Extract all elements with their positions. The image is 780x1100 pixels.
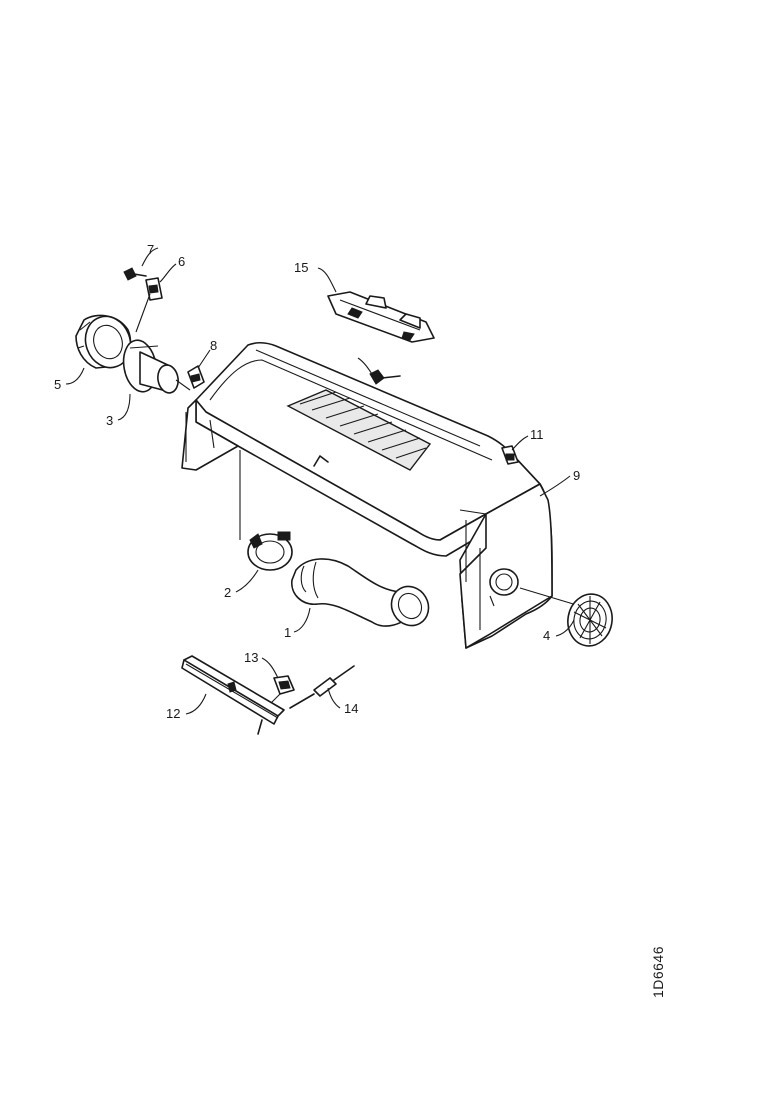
part-16-screw	[369, 369, 401, 385]
part-1-hose	[291, 558, 430, 627]
callout-4: 4	[543, 628, 550, 643]
part-6-clip	[145, 277, 163, 301]
callout-1: 1	[284, 625, 291, 640]
part-4-grille	[567, 593, 613, 647]
part-8-clip	[187, 365, 205, 389]
callouts: 7 6 5 3 8 15 11 9 2 1 4 13 12 14	[54, 242, 580, 721]
callout-3: 3	[106, 413, 113, 428]
callout-2: 2	[224, 585, 231, 600]
part-7-screw	[123, 267, 147, 281]
drawing-reference-code: 1D6646	[650, 945, 666, 999]
callout-5: 5	[54, 377, 61, 392]
callout-11: 11	[530, 427, 544, 442]
callout-15: 15	[294, 260, 308, 275]
part-5-lamp-housing	[75, 314, 132, 369]
part-2-clamp	[247, 531, 293, 571]
callout-12: 12	[166, 706, 180, 721]
part-11-clip	[501, 445, 519, 465]
part-15-bracket	[327, 291, 435, 343]
callout-8: 8	[210, 338, 217, 353]
callout-9: 9	[573, 468, 580, 483]
part-14-bolt	[289, 665, 355, 709]
part-3-fitting	[122, 339, 179, 394]
callout-13: 13	[244, 650, 258, 665]
part-12-rail	[181, 655, 285, 735]
part-13-clip	[273, 675, 295, 695]
callout-6: 6	[178, 254, 185, 269]
callout-14: 14	[344, 701, 358, 716]
callout-7: 7	[147, 242, 154, 257]
